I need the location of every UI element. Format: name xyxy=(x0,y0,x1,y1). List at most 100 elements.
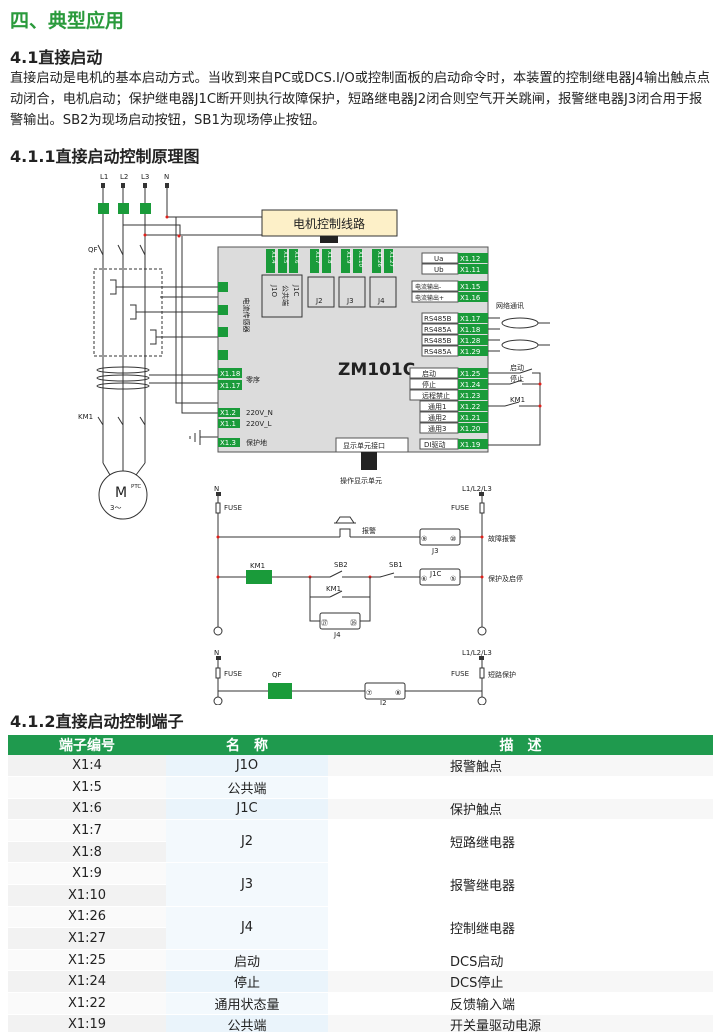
term-x1-23: X1.23 xyxy=(460,392,480,400)
terminal-cell: X1:19 xyxy=(8,1014,166,1032)
terminal-cell: X1:25 xyxy=(8,949,166,972)
current-out-plus-label: 电流输出+ xyxy=(415,294,444,302)
term-x1-9: X1.9 xyxy=(345,251,351,264)
desc-cell: DCS停止 xyxy=(328,970,713,994)
rs485b-1-label: RS485B xyxy=(424,315,452,323)
term-x1-29: X1.29 xyxy=(460,348,480,356)
desc-cell: 保护触点 xyxy=(328,798,713,821)
name-cell: 停止 xyxy=(166,970,328,994)
term-x1-27: X1.27 xyxy=(388,251,394,268)
term-x1-7: X1.7 xyxy=(314,251,320,264)
term-x1-22: X1.22 xyxy=(460,403,480,411)
term-x1-17-right: X1.17 xyxy=(460,315,480,323)
rs485a-2-label: RS485A xyxy=(424,348,452,356)
relay-terminals xyxy=(266,249,393,273)
table-row: X1:27 xyxy=(8,927,713,950)
name-cell: 公共端 xyxy=(166,776,328,799)
ptc-label: PTC xyxy=(131,484,141,490)
j1c-ctrl-label: J1C xyxy=(429,570,442,578)
km1-aux-label: KM1 xyxy=(326,585,341,593)
heading-4-1-1: 4.1.1直接启动控制原理图 xyxy=(10,147,200,166)
ctrl1-fuse-l: FUSE xyxy=(451,504,469,512)
terminal-cell: X1:26 xyxy=(8,906,166,929)
intro-paragraph: 直接启动是电机的基本启动方式。当收到来自PC或DCS.I/O或控制面板的启动命令… xyxy=(10,71,710,128)
term-x1-28: X1.28 xyxy=(460,337,480,345)
name-cell: 通用状态量 xyxy=(166,992,328,1015)
j3-relay-label: J3 xyxy=(346,297,354,305)
terminal-cell: X1:4 xyxy=(8,755,166,778)
terminal-cell: X1:8 xyxy=(8,841,166,864)
name-cell: 公共端 xyxy=(166,1014,328,1032)
ct-label: 电流传感器 xyxy=(242,298,251,333)
term-x1-6: X1.6 xyxy=(293,251,299,264)
di-general1-label: 通用1 xyxy=(428,402,446,411)
term-x1-5: X1.5 xyxy=(282,251,288,264)
common-label: 公共端 xyxy=(281,285,290,306)
j2-pin-7: ⑦ xyxy=(366,689,372,697)
heading-4-1-2: 4.1.2直接启动控制端子 xyxy=(10,712,184,731)
j1o-label: J1O xyxy=(270,284,278,298)
term-x1-11: X1.11 xyxy=(460,266,480,274)
j2-pin-8: ⑧ xyxy=(395,689,401,697)
motor-m-label: M xyxy=(115,485,127,501)
terminal-cell: X1:24 xyxy=(8,970,166,994)
ctrl2-l-label: L1/L2/L3 xyxy=(462,649,492,657)
desc-cell: 报警继电器 xyxy=(328,862,713,907)
current-out-minus-label: 电流输出- xyxy=(415,283,441,291)
ub-label: Ub xyxy=(434,266,444,274)
j4-pin-26: ㉖ xyxy=(350,619,357,627)
km1-coil xyxy=(246,570,272,584)
fault-alarm-label: 故障报警 xyxy=(488,534,516,543)
right-terminals xyxy=(409,252,488,450)
ctrl1-n-label: N xyxy=(214,485,219,493)
terminal-cell: X1:6 xyxy=(8,798,166,821)
j4-pin-27: ㉗ xyxy=(321,619,328,627)
j1c-label: J1C xyxy=(292,284,300,297)
control-schematic: .w { stroke:#333; stroke-width:1; fill:n… xyxy=(78,173,550,705)
di-drive-label: DI驱动 xyxy=(424,440,445,449)
terminal-cell: X1:10 xyxy=(8,884,166,907)
terminal-cell: X1:22 xyxy=(8,992,166,1015)
name-cell: 启动 xyxy=(166,949,328,972)
terminal-cell: X1:9 xyxy=(8,862,166,886)
term-x1-26: X1.26 xyxy=(376,251,382,268)
heading-4-1: 4.1直接启动 xyxy=(10,48,103,67)
short-protect-label: 短路保护 xyxy=(488,670,516,679)
name-cell: J1O xyxy=(166,755,328,778)
terminal-cell: X1:5 xyxy=(8,776,166,799)
term-x1-4: X1.4 xyxy=(270,251,276,264)
name-cell: J2 xyxy=(166,819,328,864)
term-x1-3: X1.3 xyxy=(220,439,236,447)
term-x1-2: X1.2 xyxy=(220,409,236,417)
j3-ctrl-label: J3 xyxy=(431,547,439,555)
qf-coil xyxy=(268,683,292,699)
di-start-label: 启动 xyxy=(422,369,436,378)
terminal-cell: X1:27 xyxy=(8,927,166,950)
motor-phase-label: 3～ xyxy=(110,504,121,512)
term-x1-12: X1.12 xyxy=(460,255,480,263)
alarm-label: 报警 xyxy=(362,526,376,535)
j1c-pin-5: ⑤ xyxy=(450,575,456,583)
pe-label: 保护地 xyxy=(246,438,267,447)
term-x1-1: X1.1 xyxy=(220,420,236,428)
phase-n-label: N xyxy=(164,173,169,181)
protect-stop-label: 保护及启停 xyxy=(488,574,523,583)
ctrl1-fuse-n: FUSE xyxy=(224,504,242,512)
qf-label: QF xyxy=(88,246,98,254)
ctrl2-fuse-l: FUSE xyxy=(451,670,469,678)
sb2-label: SB2 xyxy=(334,561,348,569)
ua-label: Ua xyxy=(434,255,443,263)
ext-km1-label: KM1 xyxy=(510,396,525,404)
desc-cell: 反馈输入端 xyxy=(328,992,713,1015)
desc-cell: 开关量驱动电源 xyxy=(328,1014,713,1032)
phase-terminals xyxy=(98,183,169,214)
term-x1-25: X1.25 xyxy=(460,370,480,378)
km1-label: KM1 xyxy=(78,413,93,421)
